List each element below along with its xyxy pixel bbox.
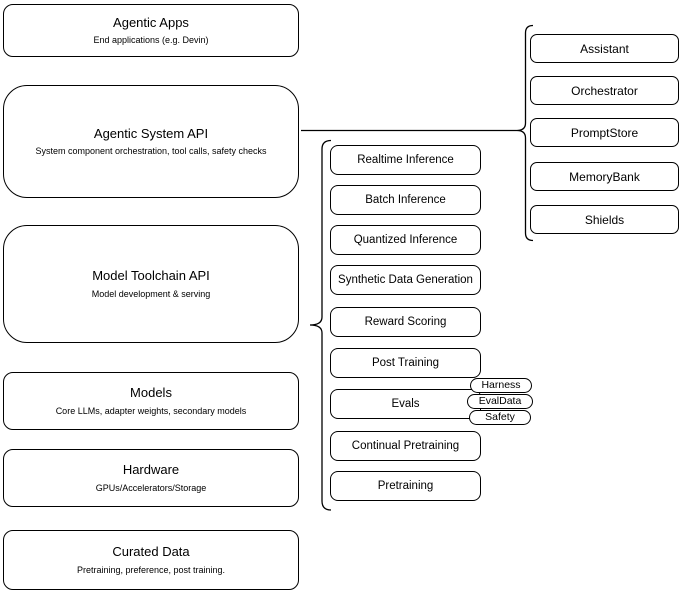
- node-memorybank: MemoryBank: [530, 162, 679, 191]
- node-label: Orchestrator: [571, 83, 638, 98]
- node-synthetic-data-generation: Synthetic Data Generation: [330, 265, 481, 295]
- node-label: Realtime Inference: [357, 154, 454, 166]
- node-title: Hardware: [122, 462, 180, 478]
- node-label: Shields: [584, 212, 625, 227]
- node-label: Reward Scoring: [364, 316, 447, 328]
- node-label: Assistant: [580, 41, 629, 56]
- node-pretraining: Pretraining: [330, 471, 481, 501]
- node-subtitle: Core LLMs, adapter weights, secondary mo…: [55, 405, 247, 416]
- node-label: Post Training: [371, 357, 440, 369]
- node-shields: Shields: [530, 205, 679, 234]
- tag-evaldata: EvalData: [467, 394, 533, 409]
- node-agentic-system-api: Agentic System API System component orch…: [3, 85, 299, 198]
- node-reward-scoring: Reward Scoring: [330, 307, 481, 337]
- node-subtitle: System component orchestration, tool cal…: [35, 146, 267, 157]
- node-models: Models Core LLMs, adapter weights, secon…: [3, 372, 299, 430]
- node-batch-inference: Batch Inference: [330, 185, 481, 215]
- node-quantized-inference: Quantized Inference: [330, 225, 481, 255]
- tag-label: Harness: [481, 379, 521, 392]
- node-model-toolchain-api: Model Toolchain API Model development & …: [3, 225, 299, 343]
- node-subtitle: Model development & serving: [91, 288, 211, 299]
- node-label: Synthetic Data Generation: [338, 274, 473, 286]
- node-label: Quantized Inference: [353, 234, 458, 246]
- node-orchestrator: Orchestrator: [530, 76, 679, 105]
- node-subtitle: GPUs/Accelerators/Storage: [95, 482, 207, 493]
- node-promptstore: PromptStore: [530, 118, 679, 147]
- node-title: Model Toolchain API: [92, 268, 210, 284]
- node-realtime-inference: Realtime Inference: [330, 145, 481, 175]
- node-label: MemoryBank: [569, 169, 640, 184]
- node-post-training: Post Training: [330, 348, 481, 378]
- node-assistant: Assistant: [530, 34, 679, 63]
- tag-harness: Harness: [470, 378, 532, 393]
- curly-brace-toolchain: [309, 139, 332, 511]
- node-evals: Evals: [330, 389, 481, 419]
- node-label: Continual Pretraining: [351, 440, 460, 452]
- node-curated-data: Curated Data Pretraining, preference, po…: [3, 530, 299, 590]
- node-label: Pretraining: [377, 480, 434, 492]
- node-title: Agentic Apps: [113, 14, 189, 30]
- tag-label: Safety: [485, 411, 515, 424]
- node-title: Agentic System API: [93, 125, 209, 141]
- node-agentic-apps: Agentic Apps End applications (e.g. Devi…: [3, 4, 299, 57]
- node-continual-pretraining: Continual Pretraining: [330, 431, 481, 461]
- node-title: Curated Data: [112, 544, 190, 560]
- node-label: PromptStore: [570, 125, 639, 140]
- tag-label: EvalData: [478, 395, 522, 408]
- node-label: Evals: [391, 398, 420, 410]
- node-subtitle: Pretraining, preference, post training.: [76, 564, 226, 575]
- node-label: Batch Inference: [365, 194, 446, 206]
- node-hardware: Hardware GPUs/Accelerators/Storage: [3, 449, 299, 507]
- tag-safety: Safety: [469, 410, 531, 425]
- node-title: Models: [130, 385, 172, 401]
- node-subtitle: End applications (e.g. Devin): [93, 35, 209, 46]
